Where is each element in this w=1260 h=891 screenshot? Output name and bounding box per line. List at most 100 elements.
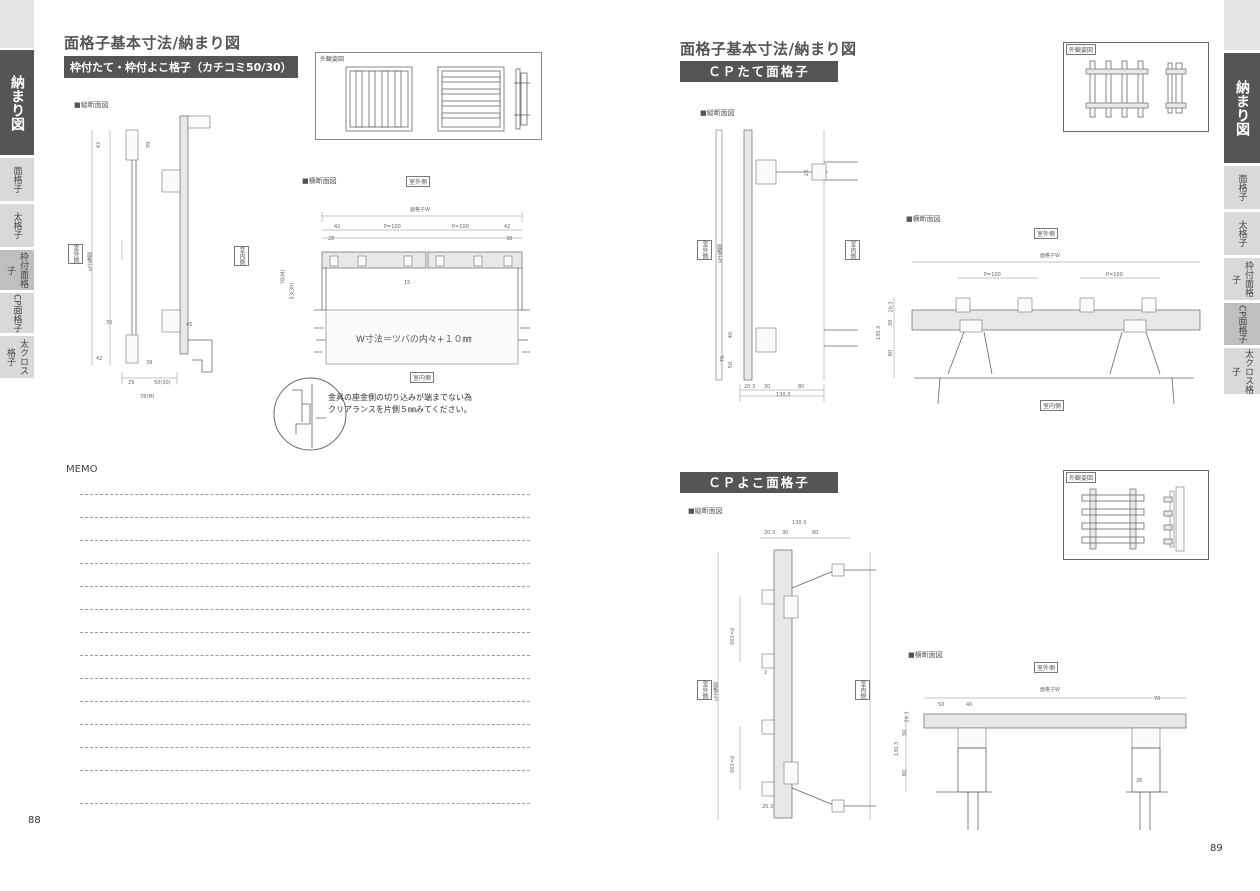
dim-h: 面格子H [86,252,92,271]
cp-tate-dim-80: 80 [798,384,805,390]
cp-yoko-outdoor-v: 室外側 [697,680,712,700]
cp-yoko-dim-80: 80 [812,530,819,536]
cp-yoko-indoor-v: 室内側 [855,680,870,700]
dim-42b: 42 [96,356,103,362]
side-tab-futocross[interactable]: 太クロス格子 [0,336,34,378]
cp-yoko-dim-2: 2 [764,670,768,676]
detail-circle [273,377,347,451]
cp-tate-exterior-box: 外観姿図 [1063,42,1209,132]
memo-line [80,494,530,495]
dim-15: 15 [404,280,411,286]
dim-53: 53(30) [289,282,296,300]
cp-yoko-h-dim-1303: 130.3 [894,741,901,757]
cp-tate-dim-fh: 面格子H [716,244,722,263]
side-tab-cp[interactable]: CP面格子 [0,293,34,333]
cp-yoko-dim-p1: P=100 [728,628,734,645]
exterior-label: 外観姿図 [1066,44,1097,55]
left-exterior-drawing [345,66,530,132]
cp-tate-dim-p2: P=100 [1106,272,1123,278]
cp-tate-dim-30: 30 [764,384,771,390]
memo-title: MEMO [66,464,98,475]
cp-tate-exterior-drawing [1085,60,1187,118]
side-tab-cp[interactable]: CP面格子 [1224,303,1260,345]
right-page-title: 面格子基本寸法/納まり図 [680,40,857,58]
memo-line [80,517,530,518]
cp-yoko-h-dim-30: 30 [902,729,909,737]
cp-yoko-horizontal-label: ■横断面図 [908,651,943,659]
memo-line [80,563,530,564]
side-tab-mengoshi[interactable]: 面格子 [1224,166,1260,209]
dim-78b: 78(M) [140,394,155,400]
cp-tate-h-dim-80: 80 [888,349,895,357]
dim-p2: P=100 [452,224,469,230]
cp-tate-horizontal-drawing [893,261,1201,405]
left-page-subtitle: 枠付たて・枠付よこ格子（カチコミ50/30） [64,56,298,78]
cp-yoko-dim-1303: 130.3 [792,520,807,526]
cp-yoko-outdoor-h: 室外側 [1034,662,1059,673]
cp-tate-dim-70: 70 [720,355,727,363]
side-tab-wakutsuki[interactable]: 枠付面格子 [1224,258,1260,300]
cp-yoko-exterior-drawing [1081,486,1185,552]
left-vertical-section-label: ■縦断面図 [74,101,109,109]
cp-yoko-heading: ＣＰよこ面格子 [680,472,838,493]
cp-yoko-h-dim-203: 20.3 [904,711,911,723]
dim-p1: P=100 [384,224,401,230]
memo-line [80,803,530,804]
cp-tate-dim-fw: 面格子W [1040,253,1060,259]
cp-yoko-exterior-box: 外観姿図 [1063,470,1209,560]
side-tab-blank [0,0,34,48]
dim-78: 78(M) [280,269,287,285]
memo-line [80,724,530,725]
side-tab-mengoshi[interactable]: 面格子 [0,158,34,201]
dim-5030: 50(30) [154,380,171,386]
cp-yoko-h-dim-80: 80 [902,769,909,777]
side-tab-futocross[interactable]: 太クロス格子 [1224,348,1260,394]
left-exterior-box: 外観姿図 [315,52,542,140]
cp-yoko-horizontal-drawing [905,697,1187,830]
cp-tate-vertical-label: ■縦断面図 [700,109,735,117]
dim-35: 35 [106,320,113,326]
note-line-1: 金具の座金側の切り込みが端までない為 [328,393,472,402]
cp-tate-dim-50: 50 [728,361,735,369]
left-vertical-section-drawing [91,115,213,384]
left-page-title: 面格子基本寸法/納まり図 [64,34,241,52]
left-outdoor-label: 室外側 [68,244,83,264]
cp-yoko-dim-p2: P=100 [728,756,734,773]
cp-tate-outdoor-v: 室外側 [697,240,712,260]
dim-w: 面格子W [410,207,430,213]
memo-line [80,655,530,656]
cp-tate-heading: ＣＰたて面格子 [680,61,838,82]
memo-line [80,678,530,679]
cp-yoko-dim-30: 30 [782,530,789,536]
w-dimension-note: W寸法＝ツバの内々+１０㎜ [356,335,472,345]
cp-yoko-dim-fh: 面格子H [712,682,718,701]
cp-yoko-dim-26: 26 [1136,778,1143,784]
memo-line [80,770,530,771]
cp-tate-dim-20: 20 [804,169,811,177]
right-side-tabs: 納まり図 面格子 太格子 枠付面格子 CP面格子 太クロス格子 [1224,0,1260,394]
right-page-number: 89 [1210,843,1223,854]
dim-39b: 39 [146,360,153,366]
cp-tate-h-dim-30: 30 [888,319,895,327]
cp-tate-indoor-v: 室内側 [845,240,860,260]
memo-line [80,632,530,633]
side-tab-nomarizu[interactable]: 納まり図 [1224,53,1260,163]
cp-tate-dim-203: 20.3 [744,384,756,390]
dim-29: 29 [128,380,135,386]
side-tab-futogoshi[interactable]: 太格子 [0,204,34,247]
cp-yoko-dim-fw: 面格子W [1040,687,1060,693]
exterior-label: 外観姿図 [1066,472,1097,483]
cp-tate-vertical-drawing [715,129,858,402]
side-tab-futogoshi[interactable]: 太格子 [1224,212,1260,255]
cp-tate-horizontal-label: ■横断面図 [906,215,941,223]
dim-38: 38 [506,236,513,242]
exterior-label: 外観姿図 [318,54,347,63]
side-tab-wakutsuki[interactable]: 枠付面格子 [0,250,34,290]
memo-line [80,747,530,748]
dim-42a: 42 [334,224,341,230]
clearance-note: 金具の座金側の切り込みが端までない為 クリアランスを片側５㎜みてください。 [328,392,472,416]
cp-tate-dim-p1: P=100 [984,272,1001,278]
left-h-indoor: 室内側 [410,372,435,383]
side-tab-nomarizu[interactable]: 納まり図 [0,50,34,155]
cp-yoko-dim-40: 40 [966,702,973,708]
